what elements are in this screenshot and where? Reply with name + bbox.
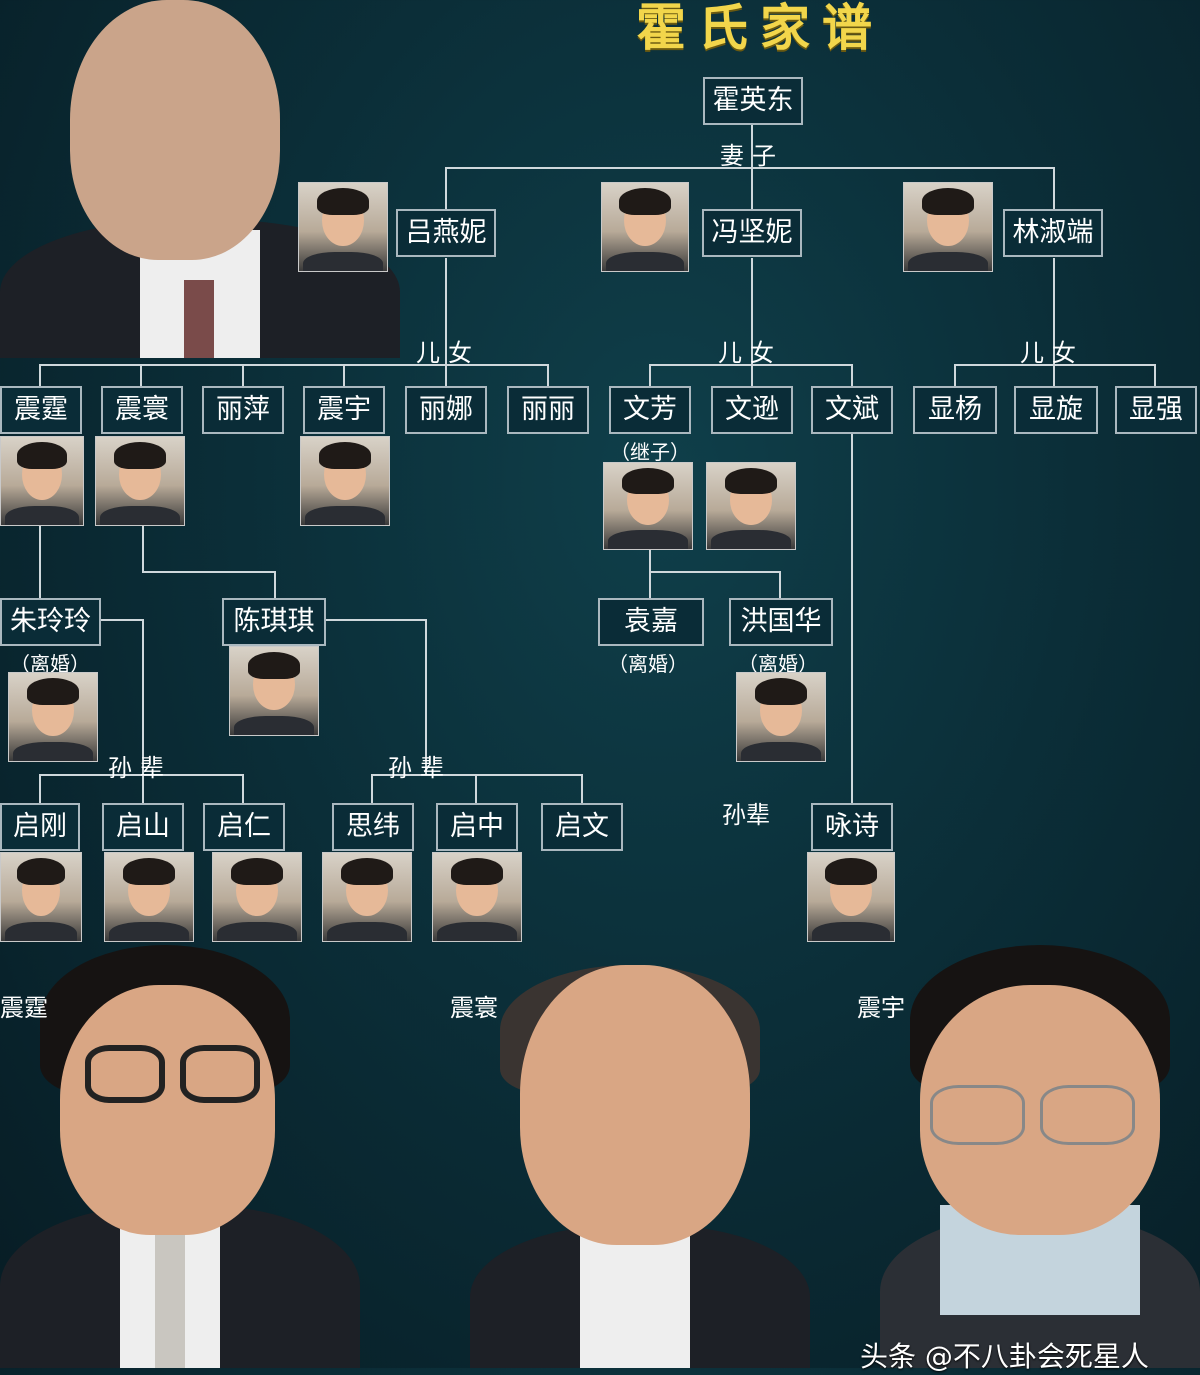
photo-qizhong <box>432 852 522 942</box>
label-children-lu: 儿女 <box>416 339 480 367</box>
node-spouse-chenqiqi: 陈琪琪 <box>222 598 326 646</box>
node-grandchild-qizhong: 启中 <box>436 803 518 851</box>
node-child-wenfang: 文芳 <box>609 386 691 434</box>
node-child-wenxun: 文逊 <box>711 386 793 434</box>
node-wife-lin: 林淑端 <box>1003 209 1103 257</box>
node-child-zhenyu: 震宇 <box>303 386 385 434</box>
photo-wife-lin <box>903 182 993 272</box>
label-children-lin: 儿女 <box>1020 339 1084 367</box>
portrait-patriarch <box>0 0 400 358</box>
photo-wenfang <box>603 462 693 550</box>
photo-qigang <box>0 852 82 942</box>
caption-zhenhuan: 震寰 <box>450 994 498 1022</box>
page-title: 霍氏家谱 <box>636 0 884 57</box>
photo-zhenhuan <box>95 436 185 526</box>
photo-zhenyu <box>300 436 390 526</box>
label-grandchildren-3: 孙辈 <box>722 801 770 829</box>
node-root: 霍英东 <box>703 77 803 125</box>
portrait-zhenhuan <box>470 945 810 1368</box>
node-grandchild-qigang: 启刚 <box>0 803 80 851</box>
node-spouse-hongguohua: 洪国华 <box>729 598 833 646</box>
photo-qiren <box>212 852 302 942</box>
node-child-lili: 丽丽 <box>507 386 589 434</box>
node-grandchild-siwei: 思纬 <box>332 803 414 851</box>
node-spouse-zhulingling: 朱玲玲 <box>0 598 101 646</box>
node-grandchild-qiren: 启仁 <box>203 803 285 851</box>
node-child-xianqiang: 显强 <box>1115 386 1197 434</box>
node-child-lina: 丽娜 <box>405 386 487 434</box>
photo-hongguohua <box>736 672 826 762</box>
photo-wife-lu <box>298 182 388 272</box>
node-grandchild-yongshi: 咏诗 <box>811 803 893 851</box>
photo-zhenting <box>0 436 84 526</box>
caption-zhenyu: 震宇 <box>857 994 905 1022</box>
photo-qishan <box>104 852 194 942</box>
photo-chenqiqi <box>229 646 319 736</box>
node-grandchild-qishan: 启山 <box>102 803 184 851</box>
photo-zhulingling <box>8 672 98 762</box>
label-children-feng: 儿女 <box>718 339 782 367</box>
photo-wenxun <box>706 462 796 550</box>
node-grandchild-qiwen: 启文 <box>541 803 623 851</box>
photo-wife-feng <box>601 182 689 272</box>
node-child-xianxuan: 显旋 <box>1014 386 1098 434</box>
node-spouse-yuanjia: 袁嘉 <box>598 598 704 646</box>
note-divorced-2: （离婚） <box>608 652 688 676</box>
node-child-wenbin: 文斌 <box>811 386 893 434</box>
caption-zhenting: 震霆 <box>0 994 48 1022</box>
node-wife-feng: 冯坚妮 <box>702 209 802 257</box>
label-grandchildren-1: 孙辈 <box>108 754 172 782</box>
photo-yongshi <box>807 852 895 942</box>
photo-siwei <box>322 852 412 942</box>
watermark: 头条 @不八卦会死星人 <box>860 1340 1149 1373</box>
node-child-liping: 丽萍 <box>202 386 284 434</box>
note-stepson: （继子） <box>610 440 690 464</box>
label-wives: 妻子 <box>720 142 784 170</box>
portrait-zhenting <box>0 945 360 1368</box>
portrait-zhenyu <box>880 945 1200 1368</box>
label-grandchildren-2: 孙辈 <box>388 754 452 782</box>
node-child-xianyang: 显杨 <box>913 386 997 434</box>
node-child-zhenting: 震霆 <box>0 386 82 434</box>
node-child-zhenhuan: 震寰 <box>101 386 183 434</box>
node-wife-lu: 吕燕妮 <box>396 209 496 257</box>
